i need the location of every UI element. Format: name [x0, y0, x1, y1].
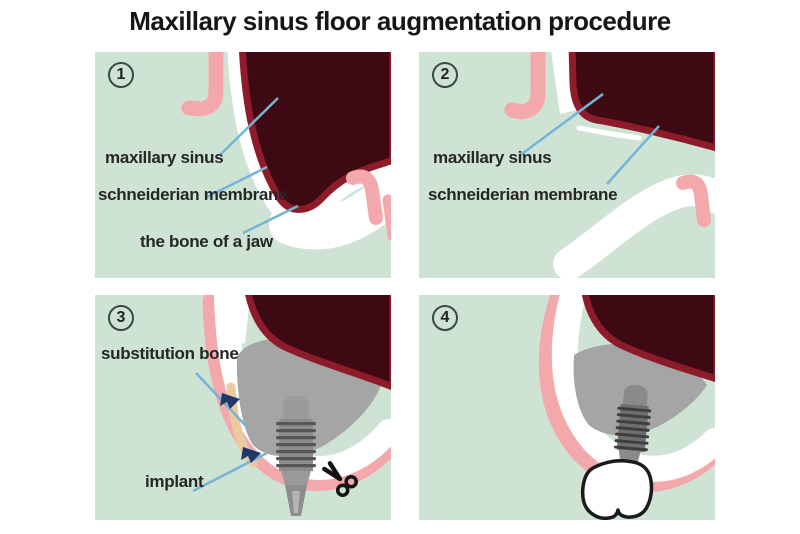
- gum-tissue-hook: [181, 52, 224, 117]
- maxillary-sinus-shape: [581, 295, 715, 383]
- gum-tissue-sliver: [382, 194, 391, 242]
- page-title: Maxillary sinus floor augmentation proce…: [129, 6, 671, 36]
- label-schneiderian-membrane: schneiderian membrane: [428, 185, 618, 204]
- panel-3-illustration: [192, 295, 391, 516]
- leader-line-membrane: [606, 125, 660, 185]
- leader-line-maxillary-sinus: [518, 92, 604, 158]
- bone-window-shape: [233, 295, 251, 345]
- implant-collar: [281, 471, 311, 485]
- implant-tip-highlight: [292, 491, 300, 513]
- gum-tissue-hook: [676, 174, 711, 227]
- step-number-badge: 2: [432, 62, 458, 88]
- step-number-badge: 3: [108, 305, 134, 331]
- jaw-bone-band: [551, 295, 715, 482]
- panel-step-1: 1 maxillary sinus schneiderian membrane …: [95, 52, 391, 278]
- label-maxillary-sinus: maxillary sinus: [433, 148, 552, 167]
- step-number-badge: 1: [108, 62, 134, 88]
- panel-2-illustration: [504, 52, 715, 278]
- label-schneiderian-membrane: schneiderian membrane: [98, 185, 288, 204]
- step-number-badge: 4: [432, 305, 458, 331]
- maxillary-sinus-shape: [239, 52, 391, 213]
- scissors-icon: [322, 461, 358, 497]
- panel-step-4: 4: [419, 295, 715, 520]
- implant-cap: [622, 385, 648, 409]
- panel-4-illustration: [538, 295, 715, 520]
- label-implant: implant: [145, 472, 204, 491]
- maxillary-sinus-shape: [245, 295, 391, 390]
- gum-tissue-hook: [346, 169, 383, 225]
- label-substitution-bone: substitution bone: [101, 344, 239, 363]
- label-bone-of-jaw: the bone of a jaw: [140, 232, 273, 251]
- arrow-marker-icon: [241, 447, 261, 463]
- implant-shape: [276, 396, 316, 516]
- gum-tissue-band: [202, 295, 391, 491]
- maxillary-sinus-lifted-shape: [568, 52, 715, 152]
- leader-line-implant: [192, 451, 268, 493]
- arrow-marker-icon: [220, 393, 240, 409]
- crown-shape: [580, 459, 654, 520]
- panel-step-2: 2 maxillary sinus schneiderian membrane: [419, 52, 715, 278]
- leader-line-jaw-bone: [242, 204, 299, 235]
- label-maxillary-sinus: maxillary sinus: [105, 148, 224, 167]
- implant-cap: [283, 396, 309, 421]
- lifted-gap-sliver: [576, 125, 642, 141]
- leader-line-membrane: [206, 165, 268, 199]
- leader-line-maxillary-sinus: [219, 97, 279, 156]
- implant-threads: [614, 406, 652, 452]
- panel-step-3: 3 substitution bone implant: [95, 295, 391, 520]
- implant-threads: [276, 422, 316, 468]
- panel-1-illustration: [181, 52, 391, 250]
- gum-tissue-hook: [504, 52, 546, 120]
